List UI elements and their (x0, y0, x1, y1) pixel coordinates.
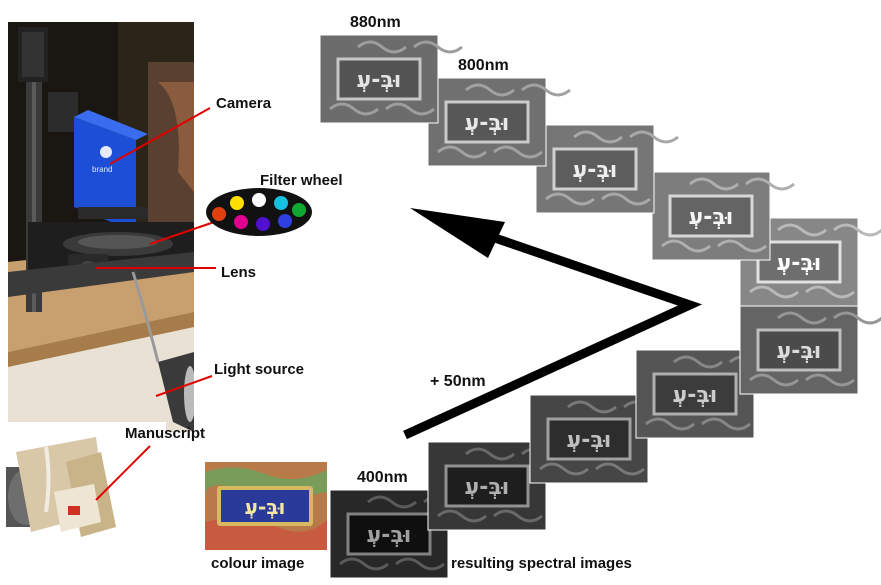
svg-text:brand: brand (92, 165, 112, 174)
spectral-image: וּבְּ-עְ (651, 171, 795, 261)
spectral-image-hebrew-text: וּבְּ-עְ (573, 158, 618, 183)
camera-label: Camera (216, 95, 272, 112)
colour-image-label: colour image (211, 555, 305, 572)
spectral-images-label: resulting spectral images (451, 555, 632, 572)
wavelength-400-label: 400nm (357, 469, 408, 486)
colour-image-photo: וּבְּ-עְ (205, 462, 327, 550)
colour-image-hebrew-text: וּבְּ-עְ (245, 495, 286, 519)
spectral-image-hebrew-text: וּבְּ-עְ (357, 68, 402, 93)
spectral-image: וּבְּ-עְ (319, 34, 463, 124)
spectral-image-hebrew-text: וּבְּ-עְ (777, 339, 822, 364)
spectral-image-hebrew-text: וּבְּ-עְ (689, 205, 734, 230)
spectral-image: וּבְּ-עְ (427, 441, 571, 531)
imaging-rig-photo: brand (8, 22, 194, 432)
wavelength-880-label: 880nm (350, 14, 401, 31)
wavelength-800-label: 800nm (458, 57, 509, 74)
spectral-image-hebrew-text: וּבְּ-עְ (673, 383, 718, 408)
step-label: + 50nm (430, 373, 486, 390)
spectral-image-hebrew-text: וּבְּ-עְ (777, 251, 822, 276)
spectral-image: וּבְּ-עְ (427, 77, 571, 167)
light-source-label: Light source (214, 361, 305, 378)
spectral-image: וּבְּ-עְ (535, 124, 679, 214)
filter-wheel-label: Filter wheel (260, 172, 343, 189)
lens-label: Lens (221, 264, 257, 281)
spectral-image-hebrew-text: וּבְּ-עְ (367, 523, 412, 548)
spectral-image: וּבְּ-עְ (739, 305, 881, 395)
manuscript-label: Manuscript (125, 425, 206, 442)
spectral-image-hebrew-text: וּבְּ-עְ (465, 475, 510, 500)
spectral-image-hebrew-text: וּבְּ-עְ (465, 111, 510, 136)
spectral-image-hebrew-text: וּבְּ-עְ (567, 428, 612, 453)
manuscript-photo (6, 422, 166, 540)
